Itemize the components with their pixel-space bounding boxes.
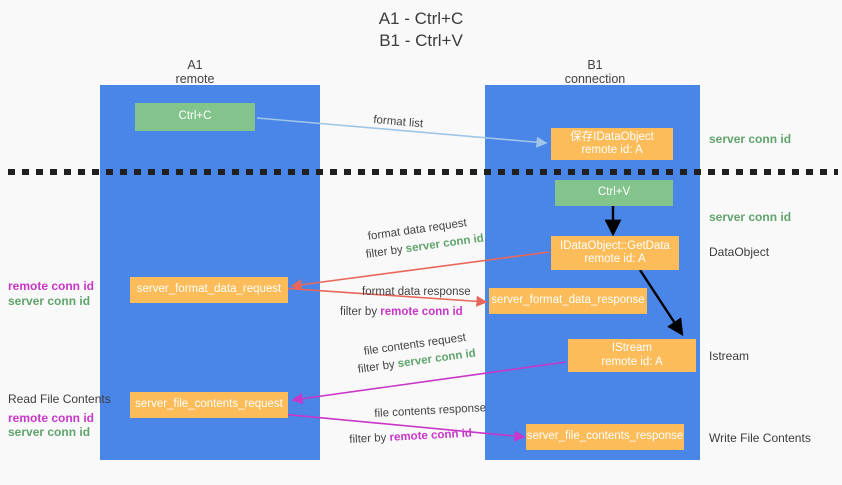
box-server-format-data-request[interactable]: server_format_data_request [130,277,288,303]
label-server-conn-id-1: server conn id [8,294,91,308]
box-server-format-data-response[interactable]: server_format_data_response [489,288,647,314]
filter-value: remote conn id [380,306,463,318]
arrow-label-format-list: format list [372,113,424,131]
title-line-2: B1 - Ctrl+V [379,31,463,50]
arrow-label-file-contents-response: file contents response [374,402,487,420]
box-server-file-contents-request[interactable]: server_file_contents_request [130,392,288,418]
arrow-label-file-contents-response-filter: filter by remote conn id [349,427,472,447]
label-istream: Istream [709,349,750,363]
column-header-a1: A1 remote [130,58,260,86]
label-remote-conn-id-1: remote conn id [8,279,95,293]
box-save-idataobject[interactable]: 保存IDataObject remote id: A [551,128,673,160]
label-server-conn-id-2: server conn id [8,425,91,439]
box-getdata-line1: IDataObject::GetData [560,239,670,252]
filter-value: remote conn id [389,427,473,444]
label-server-conn-id-mid: server conn id [709,210,792,224]
column-header-b1: B1 connection [530,58,660,86]
filter-prefix: filter by [365,243,407,261]
box-save-idataobject-line1: 保存IDataObject [570,130,654,143]
box-istream[interactable]: IStream remote id: A [568,339,696,372]
filter-prefix: filter by [340,306,381,318]
box-ctrl-c-label: Ctrl+C [178,110,212,123]
box-ctrl-c[interactable]: Ctrl+C [135,103,255,131]
box-server-format-data-request-label: server_format_data_request [136,283,282,296]
box-ctrl-v[interactable]: Ctrl+V [555,180,673,206]
arrow-label-format-data-response-filter: filter by remote conn id [340,305,463,319]
box-server-file-contents-request-label: server_file_contents_request [135,398,283,411]
box-server-file-contents-response-label: server_file_contents_response [526,430,684,443]
filter-prefix: filter by [349,431,390,446]
box-save-idataobject-line2: remote id: A [581,144,643,156]
label-dataobject: DataObject [709,245,770,259]
box-getdata[interactable]: IDataObject::GetData remote id: A [551,236,679,270]
title-line-1: A1 - Ctrl+C [378,9,464,28]
label-read-file-contents: Read File Contents [8,392,111,406]
box-istream-line2: remote id: A [601,355,663,368]
box-ctrl-v-label: Ctrl+V [597,186,631,199]
page-title: A1 - Ctrl+C B1 - Ctrl+V [0,8,842,52]
label-server-conn-id-top: server conn id [709,132,792,146]
box-istream-line1: IStream [611,342,653,354]
filter-prefix: filter by [357,358,399,376]
column-b1-sub: connection [564,72,626,86]
label-write-file-contents: Write File Contents [709,431,811,445]
box-server-format-data-response-label: server_format_data_response [491,294,645,307]
box-getdata-line2: remote id: A [584,253,646,265]
column-b1-name: B1 [587,58,603,72]
arrow-label-format-data-response: format data response [362,286,471,298]
column-a1-name: A1 [187,58,203,72]
label-remote-conn-id-2: remote conn id [8,411,95,425]
box-server-file-contents-response[interactable]: server_file_contents_response [526,424,684,450]
column-a1-sub: remote [175,72,215,86]
